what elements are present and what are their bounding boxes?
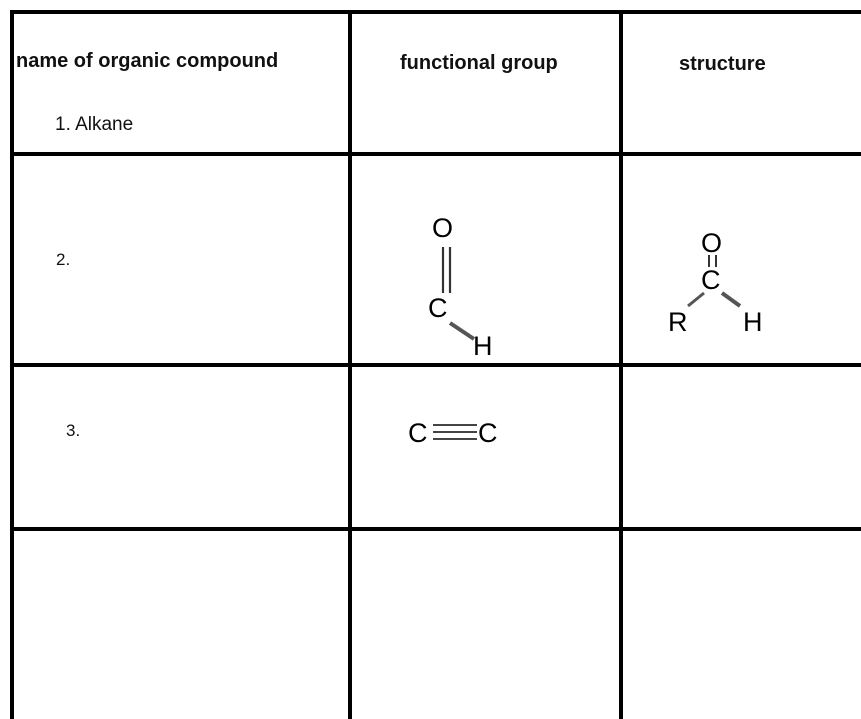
row-divider-1 xyxy=(10,152,861,156)
aldehyde-structure-hydrogen-atom: H xyxy=(743,307,763,337)
aldehyde-structure-oxygen-atom: O xyxy=(701,228,722,258)
aldehyde-group-carbon-atom: C xyxy=(428,293,448,323)
alkyne-functional-group-diagram: C C xyxy=(408,418,498,448)
aldehyde-group-oxygen-atom: O xyxy=(432,213,453,243)
row-divider-2 xyxy=(10,363,861,367)
row-divider-3 xyxy=(10,527,861,531)
aldehyde-structure-carbon-atom: C xyxy=(701,265,721,295)
compound-name-row-2: 2. xyxy=(56,250,71,269)
aldehyde-group-hydrogen-atom: H xyxy=(473,331,493,361)
compound-name-row-1: 1. Alkane xyxy=(55,114,134,135)
aldehyde-group-single-bond xyxy=(448,321,476,341)
aldehyde-structure-diagram: O C R H xyxy=(668,228,763,337)
aldehyde-structure-bond-to-r xyxy=(687,291,705,308)
aldehyde-structure-bond-to-h xyxy=(720,291,742,308)
alkyne-right-carbon-atom: C xyxy=(478,418,498,448)
table-border-top xyxy=(10,10,861,14)
alkyne-left-carbon-atom: C xyxy=(408,418,428,448)
table-border-left xyxy=(10,10,14,719)
column-divider-1 xyxy=(348,10,352,719)
compound-name-row-3: 3. xyxy=(66,421,81,440)
aldehyde-structure-r-group: R xyxy=(668,307,688,337)
header-functional-group: functional group xyxy=(400,52,558,74)
header-structure: structure xyxy=(679,53,766,75)
column-divider-2 xyxy=(619,10,623,719)
header-name-of-compound: name of organic compound xyxy=(16,50,279,72)
aldehyde-functional-group-diagram: O C H xyxy=(428,213,493,361)
